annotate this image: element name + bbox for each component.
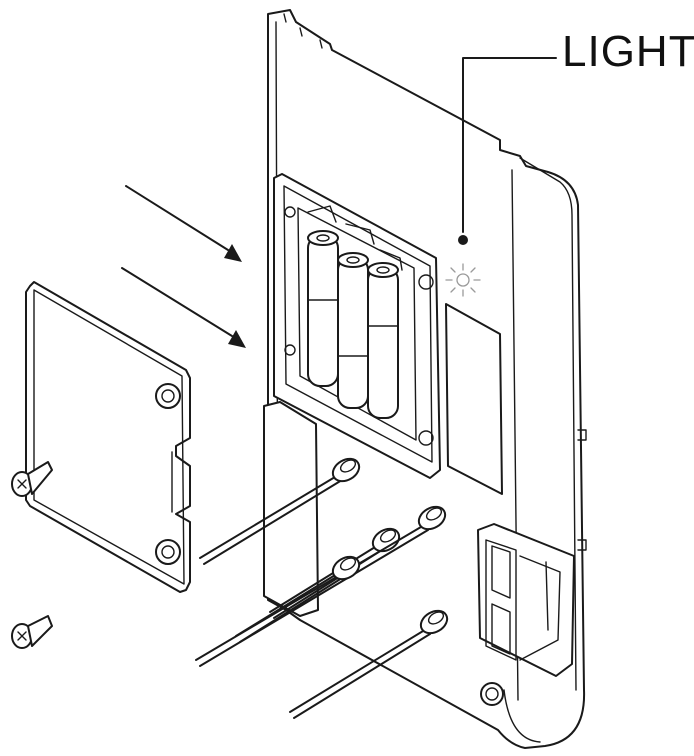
connector-block bbox=[477, 523, 575, 677]
battery bbox=[367, 262, 399, 419]
standoff-pin bbox=[195, 505, 447, 667]
led-glow-icon bbox=[445, 263, 481, 297]
direction-arrow-lower bbox=[121, 267, 246, 348]
led-window bbox=[445, 303, 503, 495]
light-callout-label: LIGHT bbox=[562, 27, 694, 76]
standoff-pin bbox=[269, 527, 401, 619]
battery-cover bbox=[25, 281, 191, 593]
direction-arrow-upper bbox=[125, 185, 242, 262]
housing-screw-hole bbox=[480, 682, 504, 706]
standoff-pin bbox=[235, 555, 361, 643]
light-leader-line bbox=[462, 57, 557, 233]
loose-screw bbox=[11, 615, 53, 649]
cover-screw bbox=[11, 461, 53, 497]
lower-recess bbox=[263, 401, 319, 617]
led-indicator bbox=[445, 235, 481, 297]
battery bbox=[337, 252, 369, 409]
standoff-pin bbox=[289, 609, 449, 719]
standoff-pin bbox=[199, 457, 361, 565]
battery bbox=[307, 230, 339, 387]
batteries bbox=[307, 230, 399, 419]
